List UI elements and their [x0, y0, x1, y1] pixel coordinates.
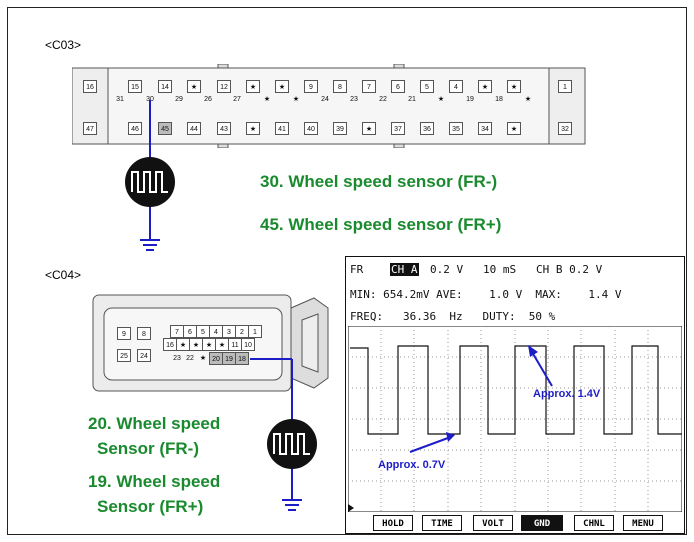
connector-pin: ★ — [478, 80, 492, 93]
connector-pin: 9 — [304, 80, 318, 93]
scope-freq-duty: FREQ: 36.36 Hz DUTY: 50 % — [350, 310, 556, 323]
connector-pin: 16 — [83, 80, 97, 93]
connector-pin: 34 — [478, 122, 492, 135]
connector-pin: 8 — [137, 327, 151, 340]
connector-pin: ★ — [292, 96, 300, 103]
connector-pin: 32 — [558, 122, 572, 135]
connector-pin: ★ — [246, 122, 260, 135]
connector-pin: ★ — [275, 80, 289, 93]
scope-button-chnl[interactable]: CHNL — [574, 515, 614, 531]
c04-caption-19-a: 19. Wheel speed — [88, 472, 221, 491]
connector-pin: 44 — [187, 122, 201, 135]
connector-pin: 23 — [350, 96, 358, 103]
connector-pin: 19 — [466, 96, 474, 103]
c04-caption-20-a: 20. Wheel speed — [88, 414, 221, 433]
connector-pin: 43 — [217, 122, 231, 135]
connector-pin: 10 — [241, 338, 255, 351]
connector-pin: 30 — [146, 96, 154, 103]
c03-caption-fr-minus: 30. Wheel speed sensor (FR-) — [260, 172, 498, 191]
connector-pin: ★ — [187, 80, 201, 93]
connector-pin: ★ — [507, 80, 521, 93]
connector-pin: 46 — [128, 122, 142, 135]
connector-pin: 21 — [408, 96, 416, 103]
connector-pin: 15 — [128, 80, 142, 93]
connector-pin: 37 — [391, 122, 405, 135]
connector-pin: 47 — [83, 122, 97, 135]
connector-pin: 8 — [333, 80, 347, 93]
scope-settings: 0.2 V 10 mS CH B 0.2 V — [430, 263, 603, 276]
connector-pin: 1 — [248, 325, 262, 338]
scope-annotation-high: Approx. 1.4V — [533, 388, 601, 400]
diagram-frame — [7, 7, 687, 535]
connector-pin: 39 — [333, 122, 347, 135]
connector-pin: 14 — [158, 80, 172, 93]
connector-pin: ★ — [246, 80, 260, 93]
connector-pin: 23 — [173, 355, 181, 362]
c04-caption-20-b: Sensor (FR-) — [97, 439, 199, 458]
connector-pin: ★ — [362, 122, 376, 135]
c03-label: <C03> — [45, 38, 82, 52]
connector-pin: 12 — [217, 80, 231, 93]
scope-button-menu[interactable]: MENU — [623, 515, 663, 531]
c04-label: <C04> — [45, 268, 82, 282]
connector-pin: 4 — [449, 80, 463, 93]
connector-pin: 22 — [186, 355, 194, 362]
connector-pin: 18 — [495, 96, 503, 103]
connector-pin: 7 — [362, 80, 376, 93]
connector-pin: ★ — [507, 122, 521, 135]
connector-pin: 1 — [558, 80, 572, 93]
connector-pin: ★ — [263, 96, 271, 103]
connector-pin: 9 — [117, 327, 131, 340]
connector-pin: 31 — [116, 96, 124, 103]
c03-caption-fr-plus: 45. Wheel speed sensor (FR+) — [260, 215, 502, 234]
c04-caption-19-b: Sensor (FR+) — [97, 497, 204, 516]
scope-button-gnd[interactable]: GND — [521, 515, 563, 531]
scope-graph — [348, 326, 682, 512]
connector-pin: 40 — [304, 122, 318, 135]
connector-pin: 24 — [321, 96, 329, 103]
connector-pin: ★ — [199, 355, 207, 362]
connector-pin: 35 — [449, 122, 463, 135]
scope-button-volt[interactable]: VOLT — [473, 515, 513, 531]
connector-pin: 25 — [117, 349, 131, 362]
connector-pin: 5 — [420, 80, 434, 93]
connector-pin: 36 — [420, 122, 434, 135]
connector-pin: 22 — [379, 96, 387, 103]
connector-pin: 6 — [391, 80, 405, 93]
connector-pin: 26 — [204, 96, 212, 103]
connector-pin: 45 — [158, 122, 172, 135]
scope-min-ave-max: MIN: 654.2mV AVE: 1.0 V MAX: 1.4 V — [350, 288, 622, 301]
connector-pin: ★ — [215, 338, 229, 351]
connector-pin: 29 — [175, 96, 183, 103]
connector-pin: ★ — [524, 96, 532, 103]
scope-fr: FR — [350, 263, 364, 276]
scope-button-time[interactable]: TIME — [422, 515, 462, 531]
connector-pin: 2 — [235, 325, 249, 338]
connector-pin: 24 — [137, 349, 151, 362]
scope-cha: CH A — [390, 263, 419, 276]
connector-pin: 18 — [235, 352, 249, 365]
connector-pin: 41 — [275, 122, 289, 135]
scope-button-hold[interactable]: HOLD — [373, 515, 413, 531]
connector-pin: 27 — [233, 96, 241, 103]
scope-annotation-low: Approx. 0.7V — [378, 459, 446, 471]
connector-pin: ★ — [437, 96, 445, 103]
